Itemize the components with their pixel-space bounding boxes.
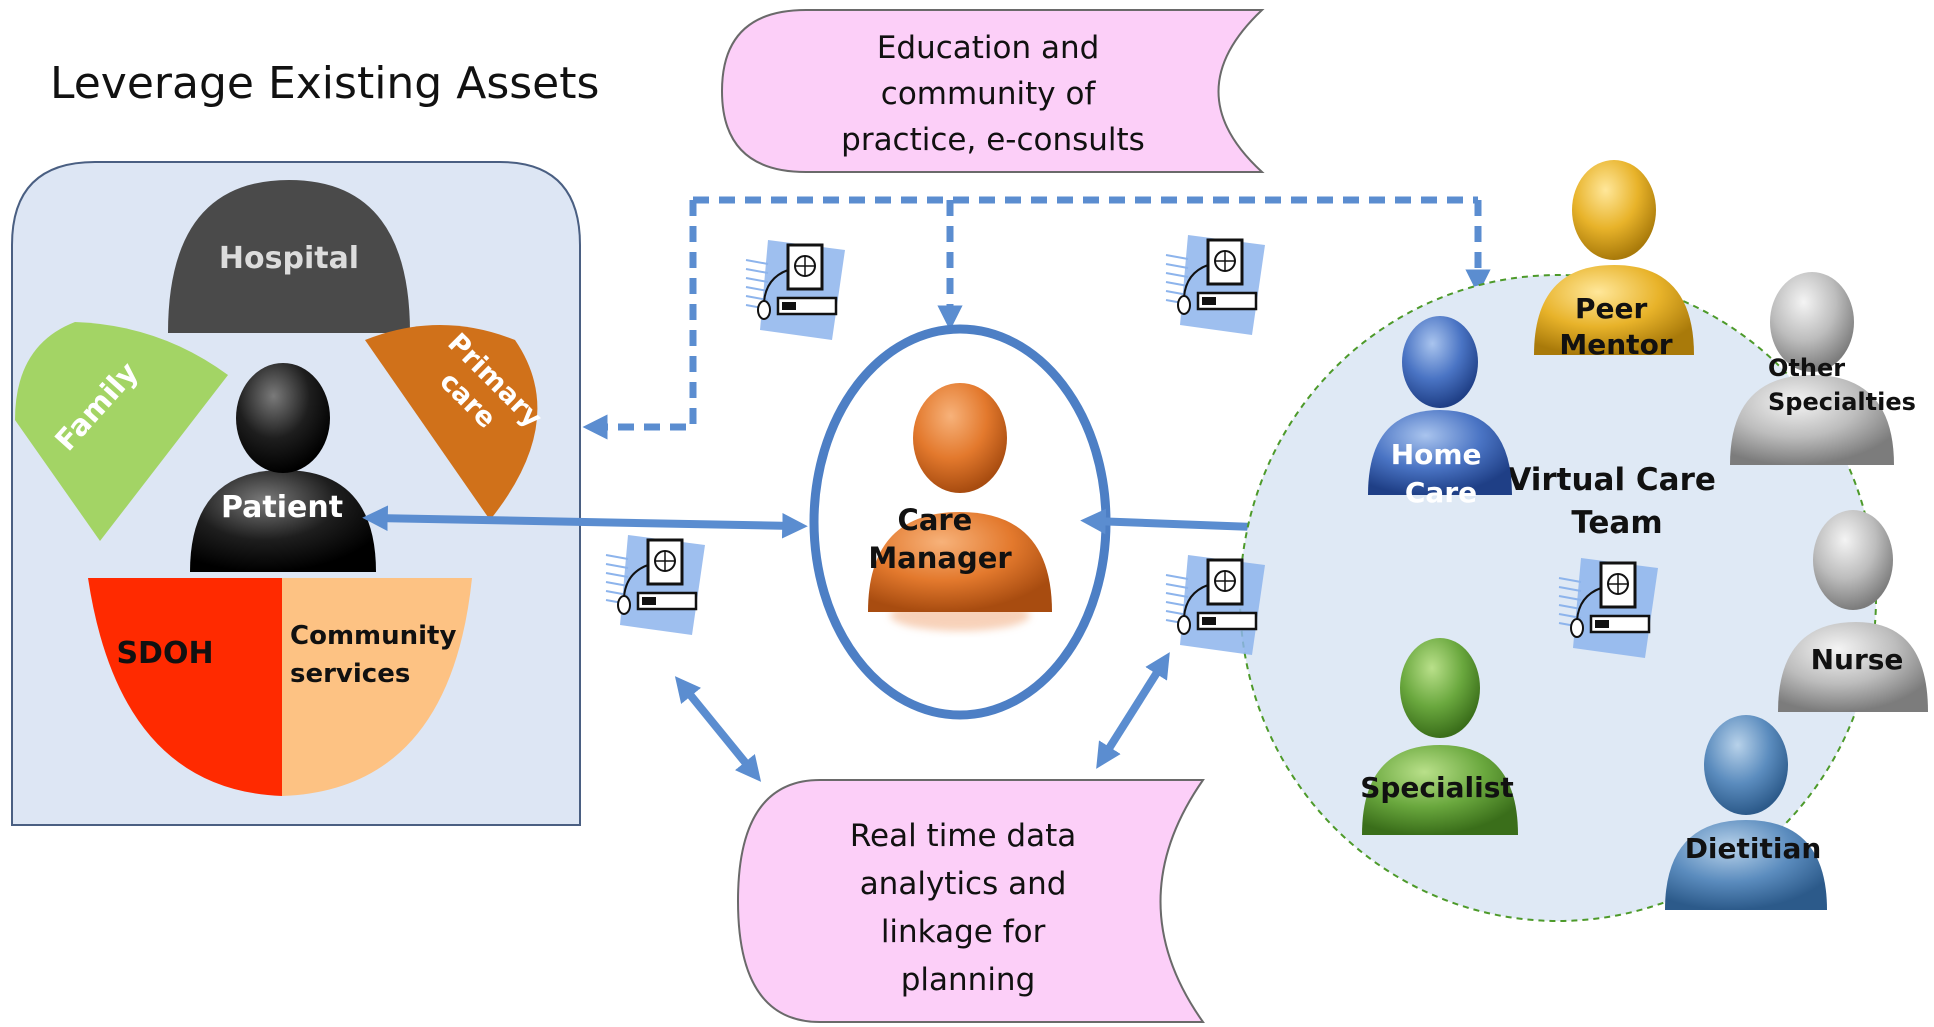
home-care-label: Home Care bbox=[1391, 438, 1492, 509]
scroll-line: practice, e-consults bbox=[841, 122, 1145, 158]
care-manager-label: Care Manager bbox=[868, 503, 1012, 575]
education-scroll-text: Education and community of practice, e-c… bbox=[841, 30, 1145, 158]
computer-icon bbox=[1558, 558, 1658, 658]
computer-icon bbox=[605, 535, 705, 635]
specialist-person-icon bbox=[1362, 638, 1518, 835]
scroll-line: analytics and bbox=[860, 866, 1067, 902]
hospital-label: Hospital bbox=[219, 241, 359, 276]
analytics-scroll-text: Real time data analytics and linkage for… bbox=[850, 818, 1086, 998]
analytics-scroll bbox=[736, 779, 1205, 1023]
member-label-line: Other bbox=[1768, 354, 1845, 382]
dietitian-label: Dietitian bbox=[1685, 832, 1822, 865]
care-manager-person-icon bbox=[868, 383, 1052, 612]
community-services-label: Community services bbox=[290, 621, 466, 689]
team-title-line: Virtual Care bbox=[1507, 462, 1716, 498]
nurse-person-icon bbox=[1778, 510, 1928, 712]
member-label-line: Home bbox=[1391, 438, 1482, 471]
community-services-shape bbox=[282, 578, 472, 796]
computer-icon bbox=[1165, 555, 1265, 655]
team-title-line: Team bbox=[1571, 505, 1662, 541]
member-label-line: Mentor bbox=[1559, 328, 1672, 361]
scroll-line: Education and bbox=[877, 30, 1100, 66]
care-manager-label-line: Care bbox=[898, 503, 973, 537]
patient-label: Patient bbox=[221, 490, 343, 525]
dashed-connector bbox=[582, 196, 1491, 440]
care-manager-label-line: Manager bbox=[868, 541, 1012, 575]
community-label-line: Community bbox=[290, 621, 456, 651]
peer-mentor-label: Peer Mentor bbox=[1559, 292, 1672, 361]
member-label-line: Peer bbox=[1575, 292, 1648, 325]
community-label-line: services bbox=[290, 659, 410, 689]
home-care-person-icon bbox=[1368, 316, 1512, 495]
other-specialties-person-icon bbox=[1730, 272, 1894, 465]
computer-icon bbox=[1165, 235, 1265, 335]
virtual-care-team-title: Virtual Care Team bbox=[1507, 462, 1726, 541]
scroll-line: Real time data bbox=[850, 818, 1076, 854]
nurse-label: Nurse bbox=[1811, 643, 1904, 676]
specialist-label: Specialist bbox=[1360, 771, 1514, 804]
scroll-line: planning bbox=[901, 962, 1036, 998]
hospital-shape bbox=[168, 180, 410, 333]
other-specialties-label: Other Specialties bbox=[1768, 354, 1916, 416]
sdoh-shape bbox=[88, 578, 282, 796]
member-label-line: Care bbox=[1405, 476, 1477, 509]
education-scroll bbox=[720, 9, 1265, 173]
scroll-line: community of bbox=[881, 76, 1097, 112]
dietitian-person-icon bbox=[1665, 715, 1827, 910]
primary-care-shape bbox=[365, 325, 538, 520]
peer-mentor-person-icon bbox=[1534, 160, 1694, 355]
scroll-line: linkage for bbox=[881, 914, 1046, 950]
page-title: Leverage Existing Assets bbox=[50, 58, 599, 109]
computer-icon bbox=[745, 240, 845, 340]
family-shape bbox=[15, 322, 228, 541]
patient-person-icon bbox=[190, 363, 376, 572]
sdoh-label: SDOH bbox=[116, 636, 213, 671]
member-label-line: Specialties bbox=[1768, 388, 1916, 416]
